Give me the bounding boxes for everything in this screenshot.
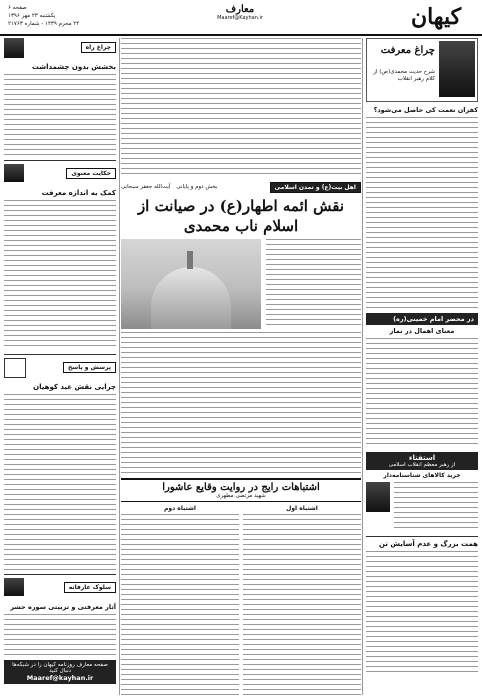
section-url: Maaref@Kayhan.ir [217, 15, 263, 21]
box3-icon [4, 358, 26, 378]
question-title: کفران نعمت کی حاصل می‌شود؟ [373, 106, 478, 114]
box2-body [4, 200, 116, 350]
box1-photo [4, 38, 24, 58]
top-article-body [121, 38, 361, 178]
article2-sub-b: اشتباه دوم [164, 505, 196, 512]
left-column: چراغ راه بخشش بدون چشمداشت حکایت معنوی ک… [4, 38, 120, 695]
box4-head: سلوک عارفانه [4, 574, 116, 600]
box1-label: چراغ راه [80, 42, 116, 53]
dome-finial [187, 251, 193, 269]
box2-title: کمک به اندازه معرفت [41, 189, 116, 197]
dome-shape [151, 267, 231, 329]
box2-photo [4, 164, 24, 182]
issue-meta: صفحه ۶ یکشنبه ۲۳ مهر ۱۳۹۶ ۲۴ محرم ۱۴۳۹ -… [8, 4, 103, 28]
bottom-article-body [366, 551, 478, 676]
leader-banner: چراغ معرفت شرح حدیث محمدی(ص) از کلام رهب… [366, 38, 478, 102]
istifta-sub: از رهبر معظم انقلاب اسلامی [388, 462, 456, 468]
dome-photo [121, 239, 261, 329]
istifta-title: استفتاء [408, 454, 436, 462]
article2-text-a [243, 514, 361, 699]
feature-text [266, 239, 361, 329]
box4-title: آثار معرفتی و تربیتی سوره حشر [10, 603, 116, 611]
footer-text: صفحه معارف روزنامه کیهان را در شبکه‌ها د… [12, 662, 108, 674]
leader-photo [439, 41, 475, 97]
right-column: چراغ معرفت شرح حدیث محمدی(ص) از کلام رهب… [362, 38, 478, 695]
article2-author: شهید مرتضی مطهری [216, 493, 266, 499]
imam-box-body [366, 338, 478, 448]
footer-url: Maaref@kayhan.ir [26, 674, 94, 682]
box4-label: سلوک عارفانه [63, 582, 116, 593]
banner-subtitle: شرح حدیث محمدی(ص) از کلام رهبر انقلاب [373, 69, 435, 82]
article2-title: اشتباهات رایج در روایت وقایع عاشورا [162, 482, 320, 493]
istifta-photo [366, 482, 390, 512]
kayhan-logo: کیهان [410, 4, 462, 30]
box1-title: بخشش بدون چشمداشت [31, 63, 116, 71]
box3-label: پرسش و پاسخ [62, 362, 116, 373]
section-title: معارف [225, 4, 255, 15]
banner-title: چراغ معرفت [380, 45, 435, 56]
imam-box-head: در محضر امام خمینی(ره) [366, 313, 478, 325]
section-label-main: اهل بیت(ع) و تمدن اسلامی [269, 181, 361, 193]
issue-date: یکشنبه ۲۳ مهر ۱۳۹۶ [8, 13, 56, 19]
istifta-question-title: خرید کالاهای شناسنامه‌دار [383, 472, 461, 479]
page-header: کیهان معارف Maaref@Kayhan.ir صفحه ۶ یکشن… [0, 0, 482, 36]
box1-body [4, 74, 116, 156]
issue-number: ۲۴ محرم ۱۴۳۹ - شماره ۲۱۷۶۳ [8, 21, 80, 27]
footer-box: صفحه معارف روزنامه کیهان را در شبکه‌ها د… [4, 660, 116, 684]
subhead-author: آیت‌الله جعفر سبحانی [121, 184, 171, 190]
article2-col-right: اشتباه اول [243, 505, 361, 699]
article2-sub-a: اشتباه اول [286, 505, 318, 512]
main-headline: نقش ائمه اطهار(ع) در صیانت از اسلام ناب … [137, 197, 345, 235]
istifta-head: استفتاء از رهبر معظم انقلاب اسلامی [366, 452, 478, 470]
box3-title: چرایی نقش عید کوهیان [33, 383, 116, 391]
box2-label: حکایت معنوی [66, 168, 116, 179]
box2-head: حکایت معنوی [4, 160, 116, 186]
main-article-body [121, 332, 361, 474]
feature-block [121, 239, 361, 329]
box3-body [4, 394, 116, 570]
section-masthead: معارف Maaref@Kayhan.ir [170, 4, 310, 21]
subhead-part: بخش دوم و پایانی [176, 184, 218, 190]
bottom-article-title: همت بزرگ و عدم آسایش تن [366, 536, 478, 548]
article2-text-b [121, 514, 239, 699]
box4-photo [4, 578, 24, 596]
question-body [366, 117, 478, 309]
page-number: صفحه ۶ [8, 5, 27, 11]
imam-box-title: معنای اهمال در نماز [389, 327, 455, 335]
istifta-body [366, 482, 478, 530]
box4-body [4, 614, 116, 656]
box1-head: چراغ راه [4, 38, 116, 60]
article2-columns: اشتباه اول اشتباه دوم [121, 505, 361, 699]
box3-head: پرسش و پاسخ [4, 354, 116, 380]
article2-col-left: اشتباه دوم [121, 505, 239, 699]
istifta-text [394, 482, 478, 530]
subhead-bar: اهل بیت(ع) و تمدن اسلامی بخش دوم و پایان… [121, 181, 361, 193]
article2-head: اشتباهات رایج در روایت وقایع عاشورا شهید… [121, 478, 361, 502]
center-column: اهل بیت(ع) و تمدن اسلامی بخش دوم و پایان… [121, 38, 361, 699]
